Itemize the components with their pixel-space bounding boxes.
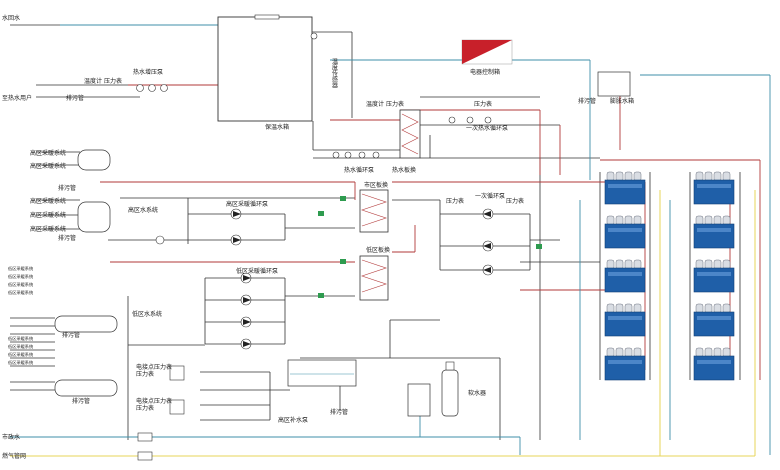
hot-circ-pump-group	[332, 116, 492, 159]
insulated-tank	[217, 16, 313, 122]
high-heating-manifold-bottom	[77, 201, 111, 233]
insulated-tank-label: 保温水箱	[265, 123, 289, 131]
expansion-tank	[597, 71, 631, 97]
drain-label-top: 排污管	[66, 94, 84, 102]
low-plate-hx-label: 低区板换	[366, 246, 390, 254]
drain-label-hh1: 排污管	[58, 184, 76, 192]
drain-label-lh1: 排污管	[62, 331, 80, 339]
high-circ-pump-label: 高区采暖循环泵	[226, 200, 268, 208]
pressure-gauge-label-3: 压力表	[474, 100, 492, 108]
hot-circ-pump-label: 热水循环泵	[344, 166, 374, 174]
hot-plate-hx-label: 热水板换	[392, 166, 416, 174]
low-circ-pumps	[240, 272, 252, 350]
low-plate-hx	[359, 255, 389, 301]
cold-pipes	[10, 24, 771, 455]
svg-text:低区采暖系统: 低区采暖系统	[8, 281, 33, 288]
makeup-pump-label: 高区补水泵	[278, 416, 308, 424]
boiler-unit	[604, 347, 646, 381]
high-heating-label-2: 高区采暖系统	[30, 162, 66, 170]
low-heating-manifold-top	[54, 315, 118, 333]
temp-sensor-label: 温度传感器	[331, 57, 338, 89]
makeup-water-tank	[287, 359, 357, 387]
drain-label-expansion: 排污管	[578, 97, 596, 105]
high-heating-label-1: 高区采暖系统	[30, 149, 66, 157]
ecp-gauge-box-1	[169, 365, 185, 381]
svg-text:低区采暖系统: 低区采暖系统	[8, 343, 33, 350]
svg-text:低区采暖系统: 低区采暖系统	[8, 265, 33, 272]
boiler-unit	[693, 259, 735, 293]
mid-plate-hx-label: 市区板换	[364, 181, 388, 189]
expansion-tank-label: 膨胀水箱	[610, 97, 634, 105]
gas-pipes	[10, 190, 756, 457]
float-valve-icon	[310, 32, 318, 40]
svg-text:低区采暖系统: 低区采暖系统	[8, 289, 33, 296]
boiler-unit	[604, 215, 646, 249]
primary-circ-pump2-label: 一次循环泵	[475, 192, 505, 200]
boiler-unit	[693, 303, 735, 337]
thermometer-label: 温度计	[84, 77, 102, 85]
svg-text:低区采暖系统: 低区采暖系统	[8, 335, 33, 342]
ecp-gauge-label-1: 电接点压力表	[136, 363, 172, 371]
user-hot-water-label: 至热水用户	[2, 94, 32, 102]
green-valves	[318, 196, 542, 298]
boiler-unit	[604, 303, 646, 337]
high-heating-label-3: 高区采暖系统	[30, 197, 66, 205]
tank-lid	[254, 14, 280, 20]
hot-supply-pump-label: 热水增压泵	[133, 68, 163, 76]
primary-circ-pumps	[482, 208, 494, 276]
ecp-pressure-label-2: 压力表	[136, 404, 154, 412]
low-branch-labels: 低区采暖系统 低区采暖系统 低区采暖系统 低区采暖系统 低区采暖系统 低区采暖系…	[8, 265, 33, 366]
svg-text:低区采暖系统: 低区采暖系统	[8, 359, 33, 366]
ecp-gauge-label-2: 电接点压力表	[136, 397, 172, 405]
thermometer-label-2: 温度计	[366, 100, 384, 108]
softener-vessel	[441, 369, 459, 417]
boiler-unit	[693, 171, 735, 205]
high-heating-label-5: 高区采暖系统	[30, 225, 66, 233]
ecp-pressure-label-1: 压力表	[136, 370, 154, 378]
boiler-unit	[693, 215, 735, 249]
salt-tank	[407, 383, 431, 417]
boiler-unit	[604, 259, 646, 293]
softener-head	[445, 361, 455, 371]
hot-supply-pump-group	[136, 84, 168, 92]
municipal-water-label: 市政水	[2, 433, 20, 441]
meter-symbols	[137, 432, 153, 461]
boiler-unit	[693, 347, 735, 381]
softener-label: 软水器	[468, 389, 486, 397]
low-heating-manifold-bottom	[54, 379, 118, 397]
primary-circ-pump-label: 一次热水循环泵	[466, 124, 508, 132]
high-heating-label-4: 高区采暖系统	[30, 211, 66, 219]
high-water-sys-label: 高区水系统	[128, 206, 158, 214]
boiler-unit-array	[604, 171, 735, 381]
drain-label-lh2: 排污管	[72, 397, 90, 405]
pressure-gauge-label-4: 压力表	[446, 197, 464, 205]
primary-pump-arrows	[483, 211, 491, 273]
high-pump-arrows	[233, 211, 241, 243]
gas-pipe-label: 燃气管网	[2, 452, 26, 460]
drain-label-tank: 排污管	[330, 408, 348, 416]
drain-label-hh2: 排污管	[58, 234, 76, 242]
electric-cabinet-label: 电器控制箱	[470, 68, 500, 76]
low-pump-arrows	[243, 275, 251, 347]
svg-text:低区采暖系统: 低区采暖系统	[8, 351, 33, 358]
electric-cabinet	[461, 39, 513, 65]
high-heating-manifold-top	[77, 149, 111, 171]
pressure-gauge-label-2: 压力表	[386, 100, 404, 108]
low-water-sys-label: 低区水系统	[132, 310, 162, 318]
ecp-gauge-box-2	[169, 399, 185, 415]
pressure-gauge-label-5: 压力表	[506, 197, 524, 205]
water-return-label: 水回水	[2, 14, 20, 22]
boiler-unit	[604, 171, 646, 205]
low-circ-pump-label: 低区采暖循环泵	[236, 267, 278, 275]
pressure-gauge-label-top: 压力表	[104, 77, 122, 85]
svg-text:低区采暖系统: 低区采暖系统	[8, 273, 33, 280]
